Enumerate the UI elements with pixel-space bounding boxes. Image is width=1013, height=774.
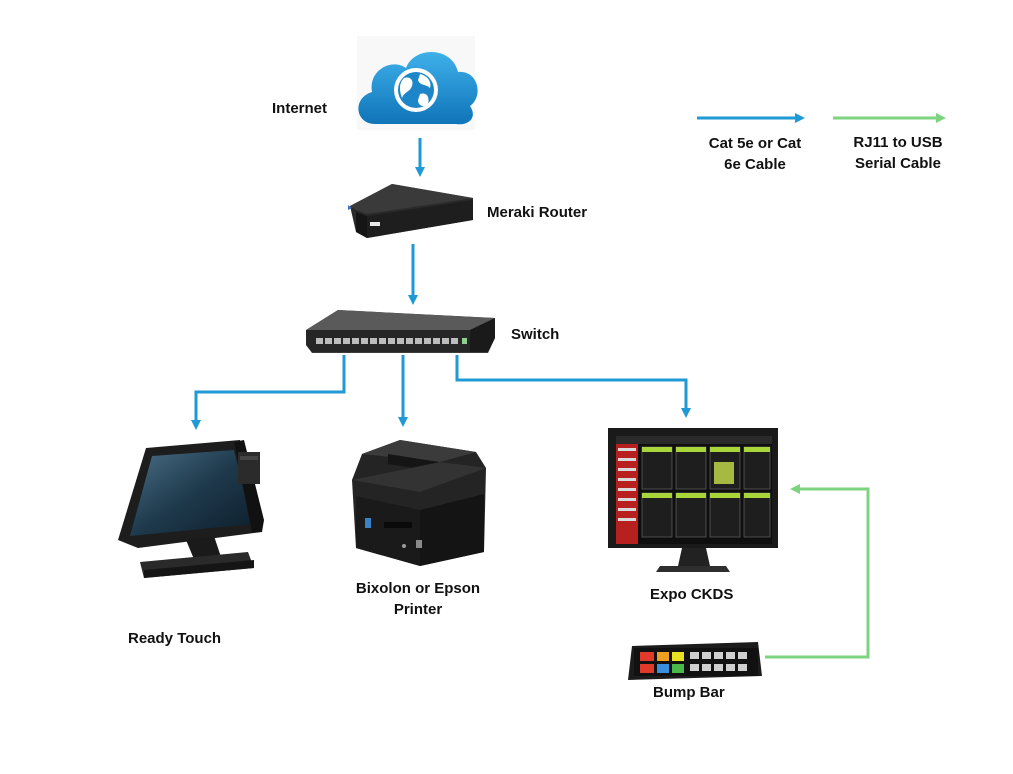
node-label-switch: Switch <box>511 326 560 343</box>
node-label-ready-touch: Ready Touch <box>128 630 222 647</box>
switch-icon <box>306 310 495 353</box>
node-label-internet: Internet <box>272 100 328 117</box>
router-icon <box>348 184 473 238</box>
receipt-printer-icon <box>352 440 486 566</box>
legend-serial-line2: Serial Cable <box>855 155 941 172</box>
node-label-printer-line1: Bixolon or Epson <box>355 580 481 597</box>
node-label-bump-bar: Bump Bar <box>653 684 725 701</box>
legend-ethernet-line2: 6e Cable <box>724 156 786 173</box>
node-label-expo: Expo CKDS <box>650 586 734 603</box>
ethernet-connections <box>191 138 691 430</box>
cloud-globe-icon <box>357 36 478 130</box>
legend-ethernet-line1: Cat 5e or Cat <box>708 135 802 152</box>
node-label-printer-line2: Printer <box>393 601 443 618</box>
pos-terminal-icon <box>118 440 264 578</box>
edge-switch-expo <box>455 355 691 418</box>
legend-serial-label: RJ11 to USB Serial Cable <box>833 132 963 174</box>
edge-switch-readytouch <box>191 355 346 430</box>
node-label-router: Meraki Router <box>487 204 588 221</box>
bump-bar-icon <box>628 642 762 680</box>
legend-ethernet-label: Cat 5e or Cat 6e Cable <box>690 133 820 175</box>
node-label-printer: Bixolon or Epson Printer <box>336 578 500 620</box>
kds-monitor-icon <box>608 428 778 572</box>
legend-serial-line1: RJ11 to USB <box>853 134 943 151</box>
edge-bumpbar-expo <box>765 484 870 659</box>
